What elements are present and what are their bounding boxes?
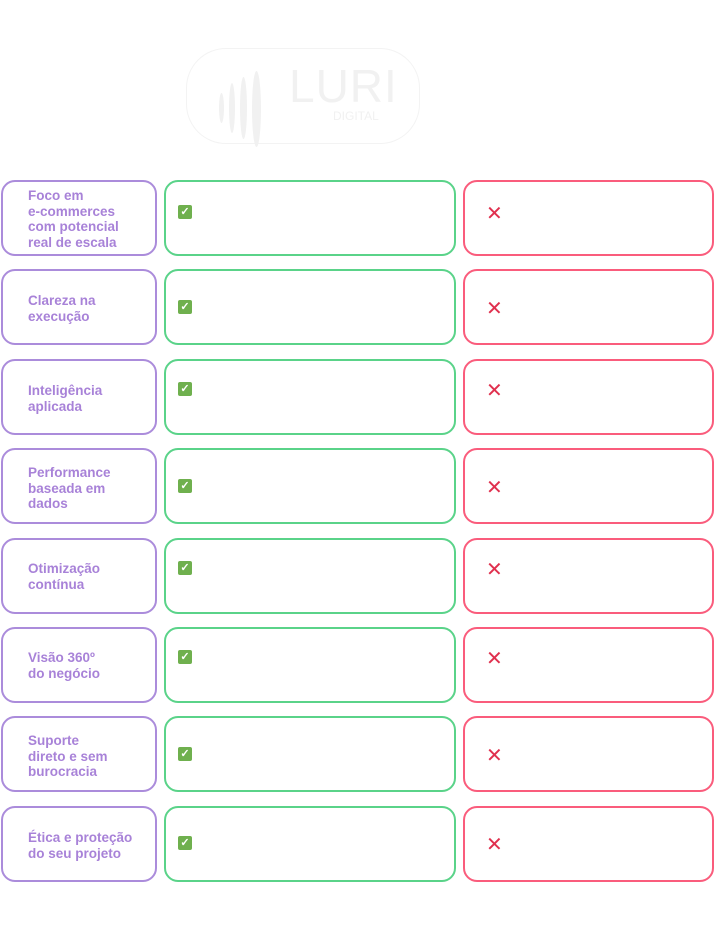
cross-icon: ✕ [486,648,503,670]
feature-label-box: Visão 360º do negócio [1,627,157,703]
others-column-cell: ✕ [463,538,714,614]
check-box-icon: ✓ [178,836,192,850]
luri-column-cell: ✓ [164,806,456,882]
check-box-icon: ✓ [178,650,192,664]
feature-label-box: Inteligência aplicada [1,359,157,435]
check-box-icon: ✓ [178,747,192,761]
feature-label: Ética e proteção do seu projeto [28,830,133,861]
others-column-cell: ✕ [463,627,714,703]
luri-column-cell: ✓ [164,269,456,345]
others-column-cell: ✕ [463,806,714,882]
others-column-cell: ✕ [463,269,714,345]
luri-column-cell: ✓ [164,538,456,614]
luri-column-cell: ✓ [164,448,456,524]
feature-label-box: Otimização contínua [1,538,157,614]
check-box-icon: ✓ [178,479,192,493]
feature-label-box: Performance baseada em dados [1,448,157,524]
check-box-icon: ✓ [178,205,192,219]
feature-label: Visão 360º do negócio [28,650,100,681]
feature-label-box: Ética e proteção do seu projeto [1,806,157,882]
check-box-icon: ✓ [178,382,192,396]
luri-digital-logo: LURI DIGITAL [186,48,420,147]
others-column-cell: ✕ [463,716,714,792]
check-box-icon: ✓ [178,300,192,314]
comparison-row: Performance baseada em dados ✓ ✕ [0,448,715,528]
luri-column-cell: ✓ [164,716,456,792]
comparison-row: Otimização contínua ✓ ✕ [0,538,715,618]
comparison-row: Inteligência aplicada ✓ ✕ [0,359,715,439]
feature-label: Foco em e-commerces com potencial real d… [28,188,119,250]
feature-label: Otimização contínua [28,561,101,592]
cross-icon: ✕ [486,203,503,225]
cross-icon: ✕ [486,380,503,402]
luri-column-cell: ✓ [164,180,456,256]
cross-icon: ✕ [486,477,503,499]
feature-label: Suporte direto e sem burocracia [28,733,108,779]
feature-label-box: Clareza na execução [1,269,157,345]
others-column-cell: ✕ [463,180,714,256]
comparison-row: Clareza na execução ✓ ✕ [0,269,715,349]
feature-label: Performance baseada em dados [28,465,111,511]
logo-sub: DIGITAL [333,109,379,123]
comparison-row: Foco em e-commerces com potencial real d… [0,180,715,260]
comparison-row: Suporte direto e sem burocracia ✓ ✕ [0,716,715,796]
feature-label-box: Foco em e-commerces com potencial real d… [1,180,157,256]
cross-icon: ✕ [486,745,503,767]
others-column-cell: ✕ [463,359,714,435]
cross-icon: ✕ [486,559,503,581]
check-box-icon: ✓ [178,561,192,575]
feature-label-box: Suporte direto e sem burocracia [1,716,157,792]
cross-icon: ✕ [486,834,503,856]
others-column-cell: ✕ [463,448,714,524]
comparison-row: Ética e proteção do seu projeto ✓ ✕ [0,806,715,886]
luri-column-cell: ✓ [164,627,456,703]
feature-label: Inteligência aplicada [28,383,103,414]
luri-column-cell: ✓ [164,359,456,435]
logo-word: LURI [289,60,398,112]
feature-label: Clareza na execução [28,293,96,324]
cross-icon: ✕ [486,298,503,320]
comparison-row: Visão 360º do negócio ✓ ✕ [0,627,715,707]
